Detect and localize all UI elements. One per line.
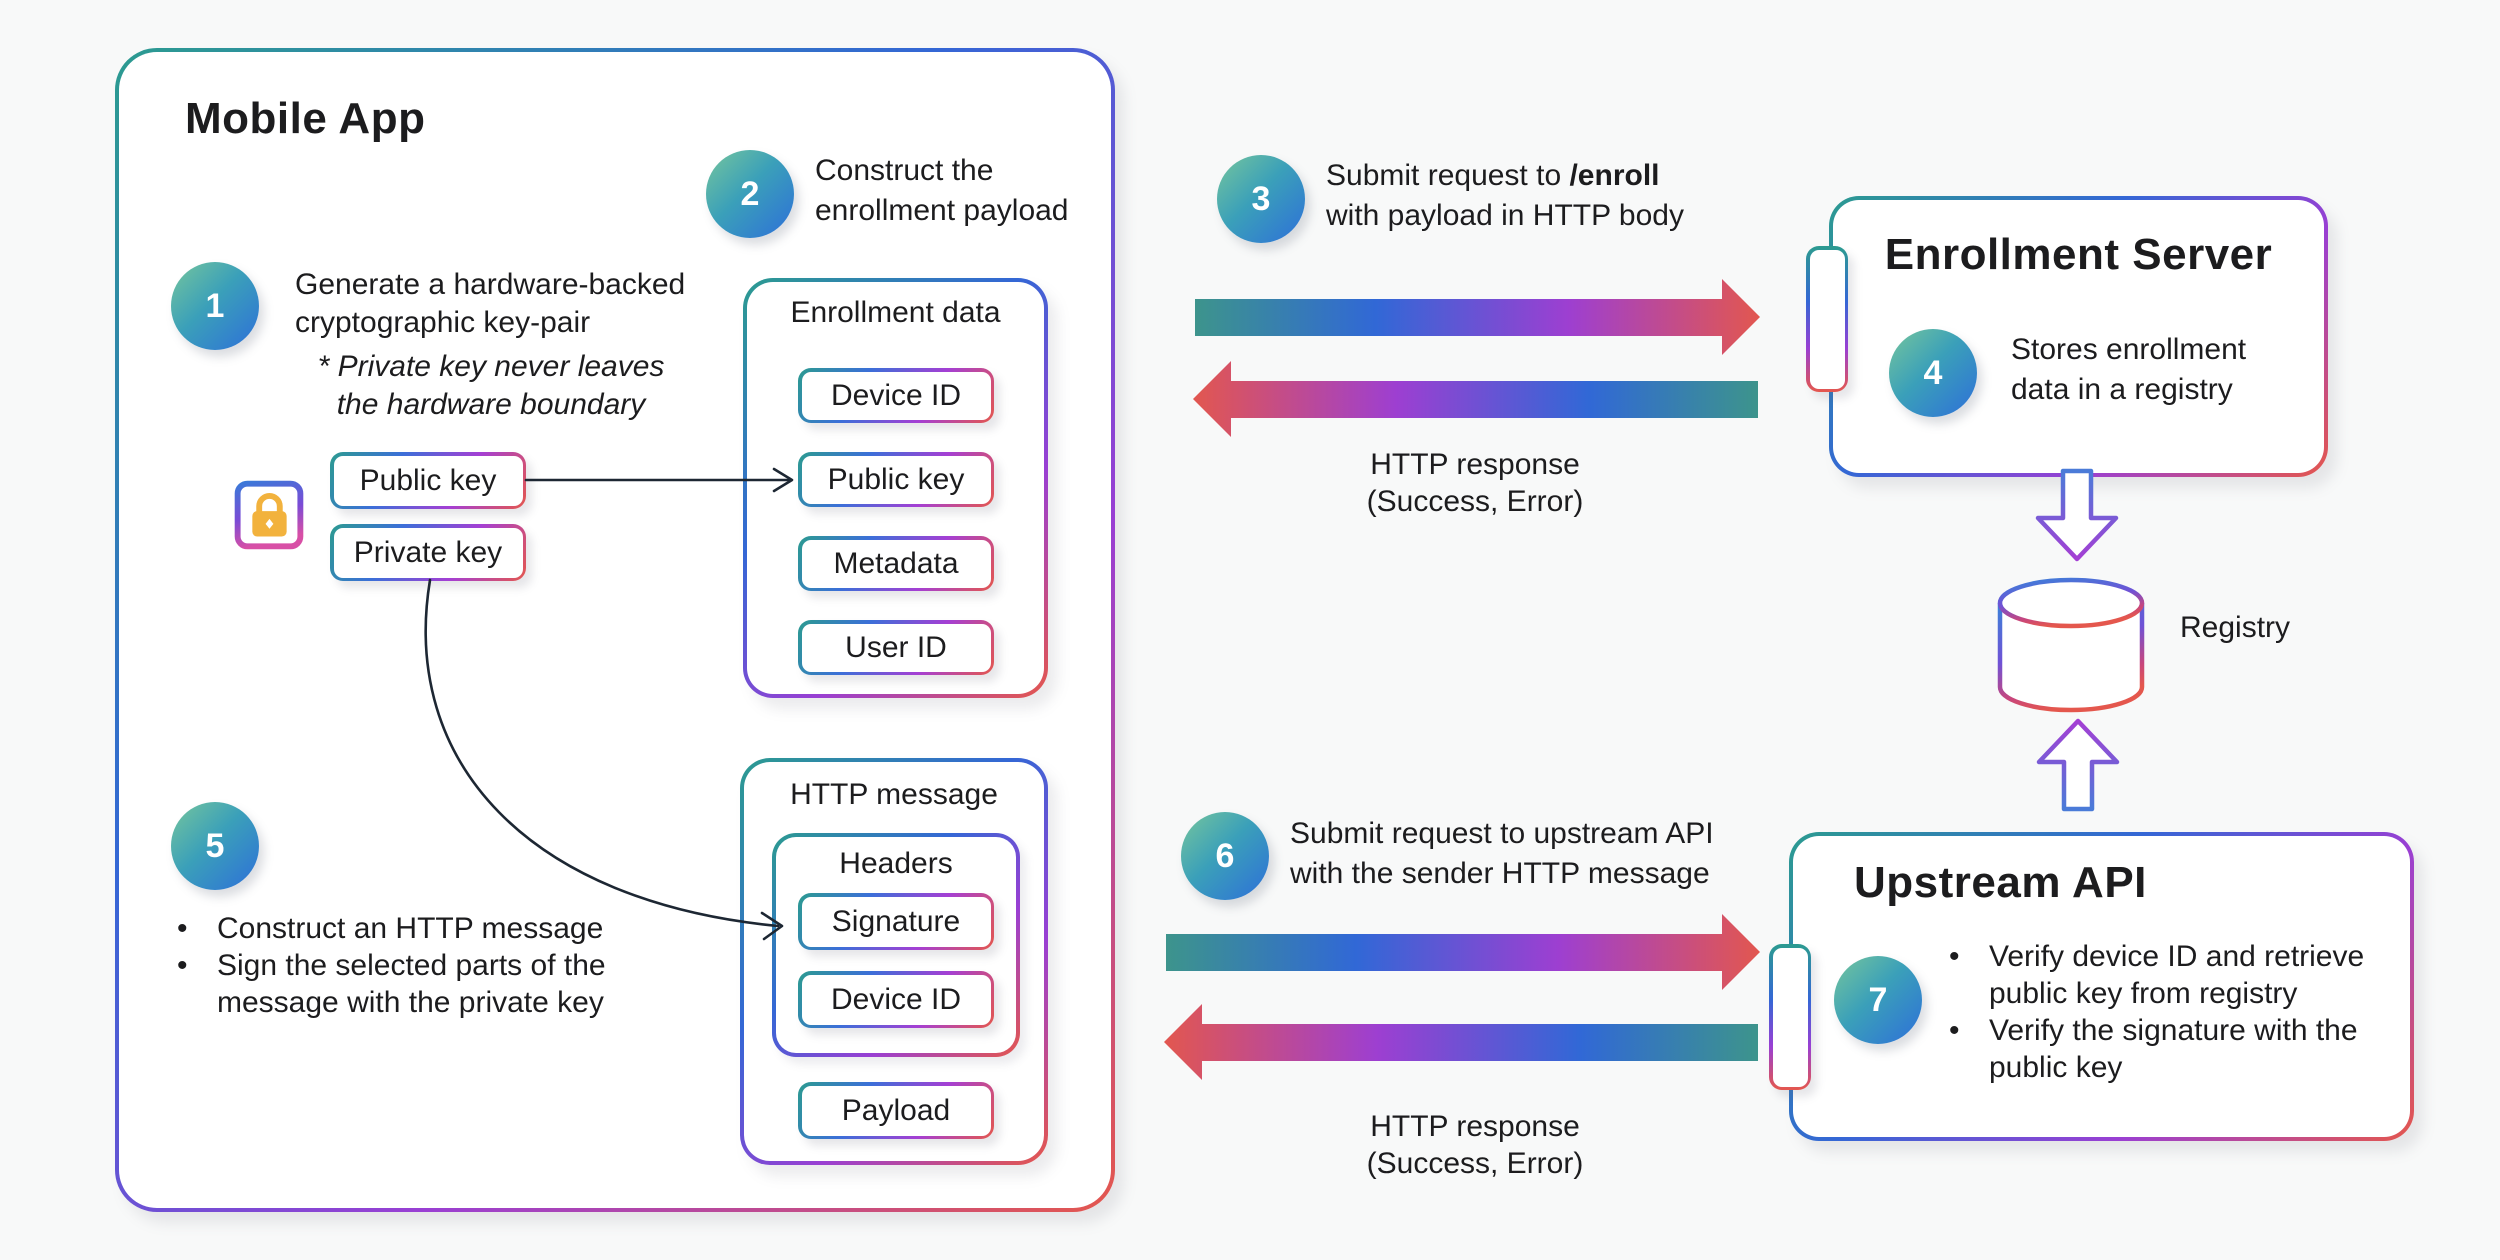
step-6-number: 6 (1215, 836, 1235, 875)
enroll-response-caption: HTTP response (Success, Error) (1366, 448, 1584, 518)
step-2-line2: enrollment payload (815, 194, 1069, 227)
step-6-text: Submit request to upstream API with the … (1290, 814, 1714, 894)
step-1-text: Generate a hardware-backed cryptographic… (295, 268, 686, 339)
step-1-number: 1 (205, 286, 225, 325)
step-4-text: Stores enrollment data in a registry (2011, 330, 2246, 410)
step-2-badge: 2 (706, 150, 794, 238)
step-6-line2: with the sender HTTP message (1290, 857, 1710, 890)
bullet-dot: • (177, 949, 188, 982)
upstream-port-connector (1769, 944, 1811, 1090)
private-key-label: Private key (333, 527, 523, 578)
upstream-api-box: Upstream API 7 • Verify device ID and re… (1789, 832, 2414, 1141)
enrollment-item-public-key: Public key (798, 452, 994, 507)
enrollment-item-user-id: User ID (798, 620, 994, 675)
step-1-note: * Private key never leaves the hardware … (311, 348, 671, 424)
chip-lock-icon (220, 466, 318, 564)
step-6-line1: Submit request to upstream API (1290, 817, 1714, 850)
public-key-box: Public key (330, 452, 526, 509)
mobile-app-box: Mobile App 1 Generate a hardware-backed … (115, 48, 1115, 1212)
bullet-dot: • (177, 912, 188, 945)
step-1-note-line1: * Private key never leaves (317, 350, 665, 383)
step-3-line1: Submit request to /enroll (1326, 159, 1660, 192)
step-5-bullets: • Construct an HTTP message • Sign the s… (177, 910, 627, 1021)
step-4-line1: Stores enrollment (2011, 333, 2247, 366)
http-message-title: HTTP message (790, 778, 998, 811)
block-arrow-down-icon (2035, 468, 2119, 562)
step-7-bullet-1: • Verify device ID and retrieve public k… (1949, 940, 2365, 1010)
headers-box: Headers Signature Device ID (772, 833, 1020, 1057)
upstream-response-caption: HTTP response (Success, Error) (1366, 1110, 1584, 1180)
public-key-label: Public key (333, 455, 523, 506)
registry-label: Registry (2180, 611, 2291, 644)
upstream-api-title: Upstream API (1854, 858, 2147, 907)
step-1-note-line2: the hardware boundary (336, 388, 646, 421)
enrollment-item-metadata: Metadata (798, 536, 994, 591)
step-5-bullet-1: • Construct an HTTP message (177, 912, 604, 945)
database-cylinder-icon (1997, 577, 2145, 713)
enrollment-data-title: Enrollment data (790, 296, 1001, 329)
step-1-badge: 1 (171, 262, 259, 350)
step-4-number: 4 (1923, 353, 1943, 392)
response-arrow-enroll (1193, 361, 1758, 437)
header-item-signature: Signature (798, 893, 994, 950)
mobile-app-title: Mobile App (185, 94, 426, 143)
step-5-number: 5 (205, 826, 225, 865)
response-arrow-upstream (1164, 1004, 1758, 1080)
payload-box: Payload (798, 1082, 994, 1139)
enrollment-item-device-id: Device ID (798, 368, 994, 423)
step-3-text: Submit request to /enroll with payload i… (1326, 156, 1684, 236)
step-5-bullet-2: • Sign the selected parts of the message… (177, 949, 606, 1019)
private-key-box: Private key (330, 524, 526, 581)
step-3-badge: 3 (1217, 155, 1305, 243)
request-arrow-upstream (1166, 914, 1760, 990)
bullet-dot: • (1949, 940, 1960, 973)
enrollment-server-box: Enrollment Server 4 Stores enrollment da… (1829, 196, 2328, 477)
step-7-bullets: • Verify device ID and retrieve public k… (1949, 938, 2429, 1086)
step-4-line2: data in a registry (2011, 373, 2233, 406)
enrollment-data-box: Enrollment data Device ID Public key Met… (743, 278, 1048, 698)
headers-title: Headers (839, 847, 953, 880)
request-arrow-enroll (1195, 279, 1760, 355)
step-7-badge: 7 (1834, 956, 1922, 1044)
bullet-dot: • (1949, 1014, 1960, 1047)
enrollment-server-title: Enrollment Server (1884, 230, 2273, 279)
step-4-badge: 4 (1889, 329, 1977, 417)
step-3-number: 3 (1251, 179, 1271, 218)
step-5-badge: 5 (171, 802, 259, 890)
step-6-badge: 6 (1181, 812, 1269, 900)
block-arrow-up-icon (2036, 718, 2120, 812)
enroll-endpoint: /enroll (1569, 159, 1660, 192)
server-port-connector (1806, 246, 1848, 392)
step-2-line1: Construct the (815, 154, 994, 187)
step-7-bullet-2: • Verify the signature with the public k… (1949, 1014, 2358, 1084)
header-item-device-id: Device ID (798, 971, 994, 1028)
step-2-number: 2 (740, 174, 760, 213)
http-message-box: HTTP message Headers Signature Device ID… (740, 758, 1048, 1165)
step-7-number: 7 (1868, 980, 1888, 1019)
step-2-text: Construct the enrollment payload (815, 151, 1069, 231)
step-3-line2: with payload in HTTP body (1326, 199, 1684, 232)
